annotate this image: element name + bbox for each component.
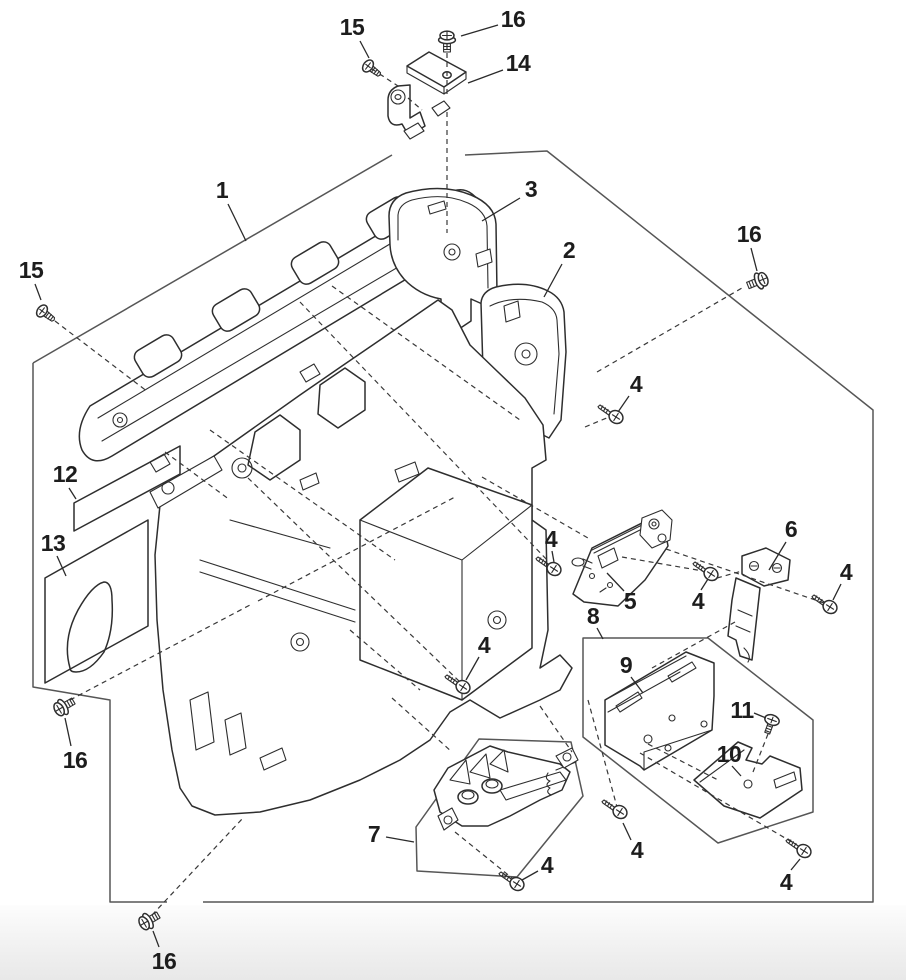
footer-band [0,905,906,980]
callout-leader-1 [227,203,247,242]
callout-label-15: 15 [19,257,44,283]
group-8-outline [582,637,814,844]
assembly-dashed-lines [54,35,825,916]
callout-leader-8 [596,627,604,640]
screw-4 [498,871,528,894]
callout-label-5: 5 [624,588,637,614]
callout-leader-4 [465,656,480,681]
callout-leader-14 [467,69,504,84]
callout-label-4: 4 [630,371,643,397]
part-14-bracket [387,51,467,140]
screw-4 [785,838,815,861]
callout-label-12: 12 [53,461,78,487]
part-6-bracket [727,547,791,663]
part-13-sheet [44,519,149,684]
callout-label-16: 16 [737,221,762,247]
part-3-top-cover [388,187,498,334]
callout-leader-3 [481,197,521,222]
part-7-latch-assembly [433,745,579,831]
callout-label-14: 14 [506,50,531,76]
callout-label-15: 15 [340,14,365,40]
callout-leader-4 [700,578,709,591]
part-9-shield [604,651,715,771]
callout-label-16: 16 [152,948,177,974]
callout-label-11: 11 [730,697,754,723]
callout-label-4: 4 [541,852,554,878]
callout-label-6: 6 [785,516,797,542]
callout-leader-16 [750,247,758,272]
callout-label-4: 4 [631,837,644,863]
callout-leader-4 [622,822,632,841]
callout-leader-16 [460,24,499,37]
callout-label-9: 9 [620,652,632,678]
callout-label-16: 16 [501,6,526,32]
part-10-bracket [693,741,803,819]
callout-label-2: 2 [563,237,575,263]
callout-label-3: 3 [525,176,537,202]
part-12-sheet [73,445,181,532]
callout-label-7: 7 [368,821,380,847]
callout-leader-15 [359,40,370,59]
part-1-rear-cover [78,189,492,473]
screw-15 [359,57,385,82]
callout-leader-9 [630,676,644,694]
callout-leader-11 [753,712,767,719]
screw-16 [743,269,772,295]
callout-label-4: 4 [478,632,491,658]
callout-leader-16 [152,930,160,948]
callout-leader-16 [64,717,72,747]
screw-4 [811,594,841,617]
callout-label-13: 13 [41,530,66,556]
callout-leader-4 [790,858,801,871]
part-5-plate [571,509,673,607]
callout-leader-5 [606,572,625,592]
callout-label-4: 4 [780,869,793,895]
callout-leader-4 [617,395,630,413]
callout-leader-10 [731,765,742,777]
callout-leader-15 [34,283,42,301]
callout-leader-12 [68,487,77,500]
group-1-outline [32,150,874,903]
screw-15 [33,302,59,327]
callout-label-4: 4 [545,526,558,552]
callout-label-4: 4 [840,559,853,585]
callout-label-4: 4 [692,588,705,614]
callout-leader-4 [551,550,555,563]
screw-4 [601,799,631,822]
callout-leader-4 [521,870,539,881]
callout-leader-7 [385,836,415,843]
callout-leader-2 [543,263,563,298]
callout-label-10: 10 [717,741,742,767]
callout-leader-13 [56,555,67,577]
callout-label-16: 16 [63,747,88,773]
callout-label-8: 8 [587,603,600,629]
callout-label-1: 1 [216,177,229,203]
callout-leader-6 [768,541,787,571]
callout-leader-4 [832,583,842,601]
